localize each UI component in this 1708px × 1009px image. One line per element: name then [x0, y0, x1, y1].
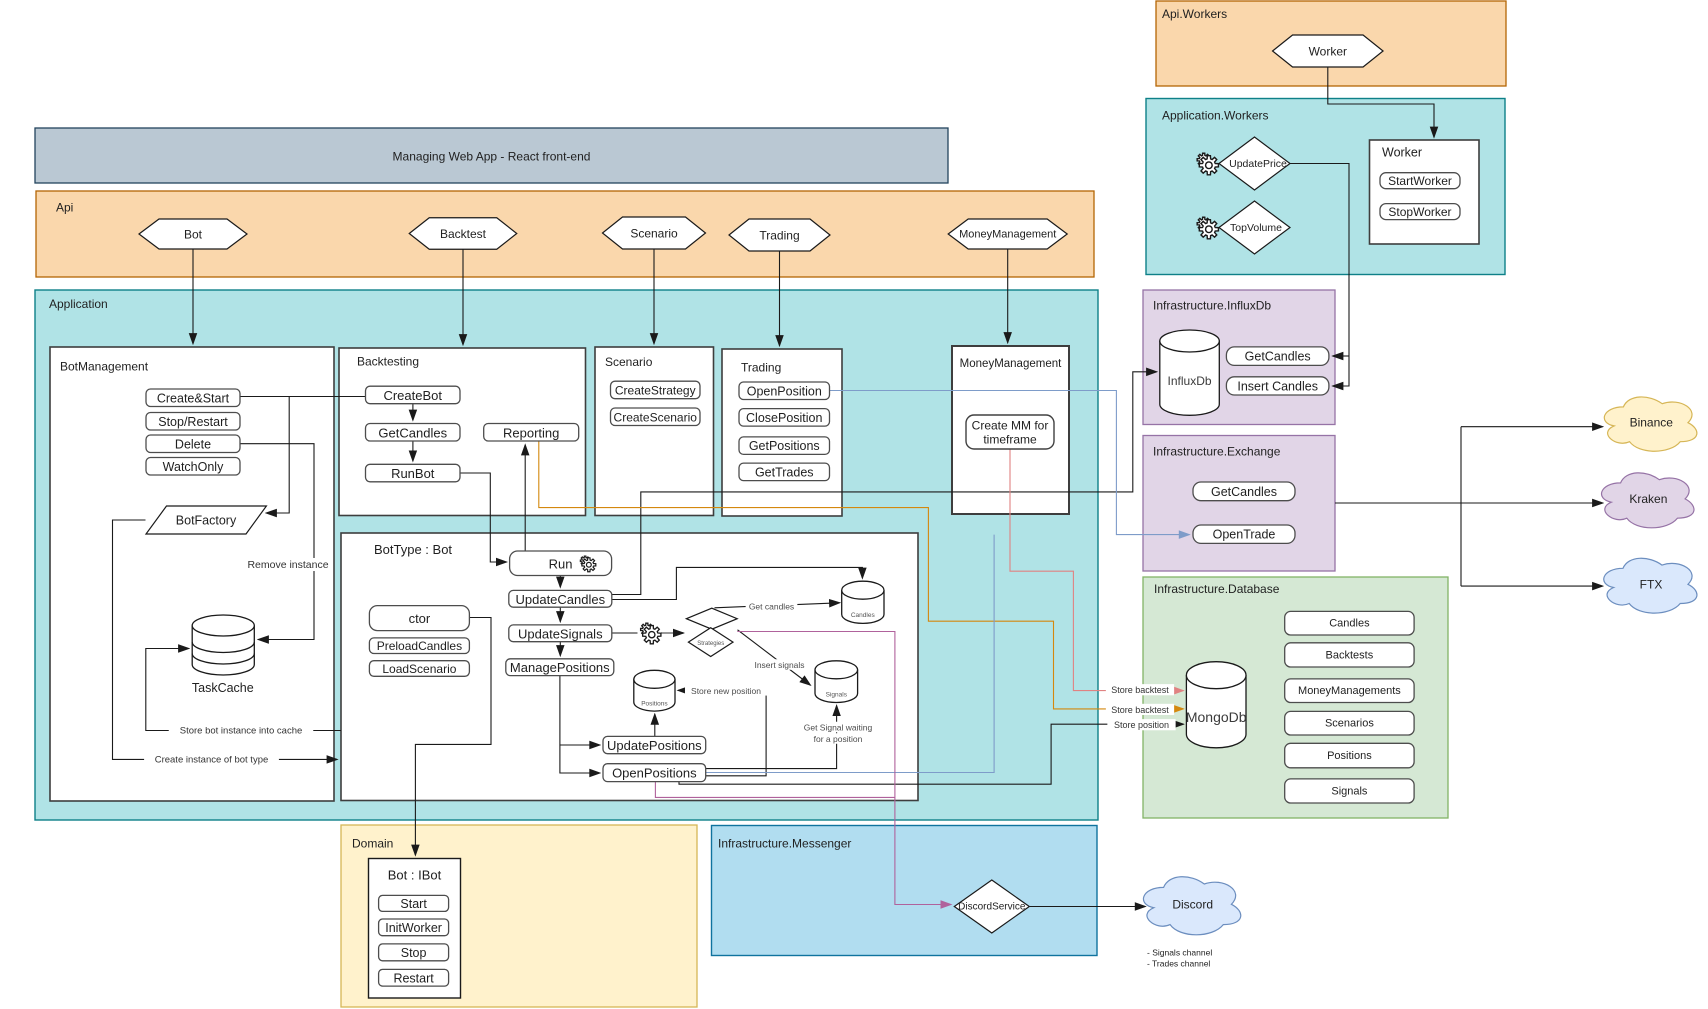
svg-text:Candles: Candles — [851, 612, 876, 619]
svg-text:OpenTrade: OpenTrade — [1213, 528, 1276, 542]
svg-text:InfluxDb: InfluxDb — [1168, 374, 1212, 388]
svg-text:StopWorker: StopWorker — [1388, 205, 1451, 219]
svg-text:Signals: Signals — [826, 692, 848, 699]
svg-text:Backtests: Backtests — [1326, 649, 1374, 661]
svg-text:ClosePosition: ClosePosition — [746, 411, 822, 425]
svg-text:GetCandles: GetCandles — [1245, 350, 1311, 364]
svg-text:MongoDb: MongoDb — [1186, 709, 1247, 725]
svg-text:Positions: Positions — [1327, 750, 1372, 762]
svg-text:TopVolume: TopVolume — [1230, 222, 1282, 234]
svg-text:BotType : Bot: BotType : Bot — [374, 542, 452, 557]
svg-text:GetCandles: GetCandles — [378, 425, 447, 440]
svg-text:timeframe: timeframe — [983, 433, 1037, 447]
svg-text:Managing Web App - React front: Managing Web App - React front-end — [393, 150, 591, 164]
svg-text:Bot : IBot: Bot : IBot — [388, 868, 442, 883]
svg-text:Worker: Worker — [1309, 45, 1347, 59]
svg-text:for a position: for a position — [814, 734, 863, 744]
svg-text:Start: Start — [400, 897, 427, 911]
svg-text:InitWorker: InitWorker — [385, 921, 442, 935]
svg-text:MoneyManagement: MoneyManagement — [960, 358, 1062, 370]
svg-text:Positions: Positions — [641, 701, 668, 708]
svg-text:Store backtest: Store backtest — [1111, 685, 1169, 695]
svg-text:OpenPosition: OpenPosition — [747, 384, 822, 398]
svg-text:MoneyManagements: MoneyManagements — [1298, 685, 1401, 697]
svg-text:FTX: FTX — [1640, 577, 1663, 591]
svg-text:Signals: Signals — [1331, 785, 1368, 797]
svg-text:Remove instance: Remove instance — [247, 559, 328, 571]
svg-text:- Trades channel: - Trades channel — [1147, 959, 1210, 969]
svg-text:Trading: Trading — [759, 229, 799, 243]
svg-text:Backtesting: Backtesting — [357, 355, 419, 369]
svg-text:Worker: Worker — [1382, 146, 1422, 160]
svg-text:UpdateSignals: UpdateSignals — [518, 626, 603, 641]
svg-text:Infrastructure.Messenger: Infrastructure.Messenger — [718, 837, 851, 851]
svg-text:Application: Application — [49, 297, 108, 311]
svg-text:UpdateCandles: UpdateCandles — [515, 592, 605, 607]
svg-text:Get Signal waiting: Get Signal waiting — [804, 723, 873, 733]
svg-text:CreateBot: CreateBot — [383, 388, 442, 403]
svg-text:Infrastructure.Database: Infrastructure.Database — [1154, 582, 1280, 596]
svg-text:BotFactory: BotFactory — [176, 514, 237, 528]
svg-text:StartWorker: StartWorker — [1388, 174, 1452, 188]
svg-text:Trading: Trading — [741, 361, 781, 375]
svg-text:Infrastructure.Exchange: Infrastructure.Exchange — [1153, 445, 1281, 459]
svg-text:Get candles: Get candles — [749, 602, 794, 612]
svg-text:OpenPositions: OpenPositions — [612, 766, 697, 781]
svg-text:UpdatePositions: UpdatePositions — [607, 738, 702, 753]
svg-text:- Signals channel: - Signals channel — [1147, 948, 1212, 958]
svg-text:ManagePositions: ManagePositions — [510, 660, 610, 675]
svg-text:WatchOnly: WatchOnly — [163, 460, 224, 474]
svg-text:Store new position: Store new position — [691, 686, 761, 696]
svg-text:UpdatePrice: UpdatePrice — [1229, 158, 1287, 170]
svg-text:RunBot: RunBot — [391, 466, 435, 481]
svg-text:TaskCache: TaskCache — [192, 681, 254, 695]
svg-text:Domain: Domain — [352, 837, 393, 851]
svg-text:Run: Run — [549, 556, 573, 571]
svg-text:Restart: Restart — [393, 971, 434, 985]
svg-text:Create&Start: Create&Start — [157, 391, 230, 405]
svg-text:Insert Candles: Insert Candles — [1237, 379, 1318, 393]
svg-text:ctor: ctor — [409, 611, 431, 626]
svg-text:MoneyManagement: MoneyManagement — [959, 229, 1056, 241]
svg-text:Discord: Discord — [1172, 897, 1213, 911]
svg-text:LoadScenario: LoadScenario — [382, 662, 456, 676]
svg-text:GetTrades: GetTrades — [755, 465, 814, 479]
svg-text:Candles: Candles — [1329, 618, 1370, 630]
svg-text:DiscordService: DiscordService — [958, 902, 1026, 913]
svg-text:GetPositions: GetPositions — [749, 439, 820, 453]
svg-text:Binance: Binance — [1630, 416, 1674, 430]
svg-text:Reporting: Reporting — [503, 425, 559, 440]
svg-text:CreateStrategy: CreateStrategy — [615, 383, 696, 397]
svg-text:Store position: Store position — [1114, 720, 1169, 730]
svg-text:Kraken: Kraken — [1629, 492, 1667, 506]
svg-text:Bot: Bot — [184, 228, 203, 242]
svg-text:Store backtest: Store backtest — [1111, 705, 1169, 715]
svg-text:Stop: Stop — [401, 946, 427, 960]
svg-text:Scenarios: Scenarios — [1325, 718, 1374, 730]
svg-text:Delete: Delete — [175, 437, 211, 451]
svg-text:Store bot instance into cache: Store bot instance into cache — [180, 726, 303, 737]
svg-text:BotManagement: BotManagement — [60, 360, 149, 374]
svg-text:Api: Api — [56, 201, 73, 215]
svg-text:Create MM for: Create MM for — [972, 419, 1049, 433]
svg-text:Scenario: Scenario — [605, 355, 653, 369]
svg-text:Stop/Restart: Stop/Restart — [158, 415, 228, 429]
svg-text:Strategies: Strategies — [697, 641, 724, 647]
svg-text:Api.Workers: Api.Workers — [1162, 7, 1227, 21]
svg-text:Create instance of bot type: Create instance of bot type — [155, 754, 269, 765]
svg-text:Insert signals: Insert signals — [754, 660, 804, 670]
svg-text:Backtest: Backtest — [440, 227, 487, 241]
svg-text:GetCandles: GetCandles — [1211, 485, 1277, 499]
svg-text:Scenario: Scenario — [630, 227, 678, 241]
svg-text:PreloadCandles: PreloadCandles — [377, 639, 462, 653]
svg-text:Infrastructure.InfluxDb: Infrastructure.InfluxDb — [1153, 299, 1271, 313]
svg-text:CreateScenario: CreateScenario — [614, 410, 698, 424]
svg-text:Application.Workers: Application.Workers — [1162, 109, 1269, 123]
